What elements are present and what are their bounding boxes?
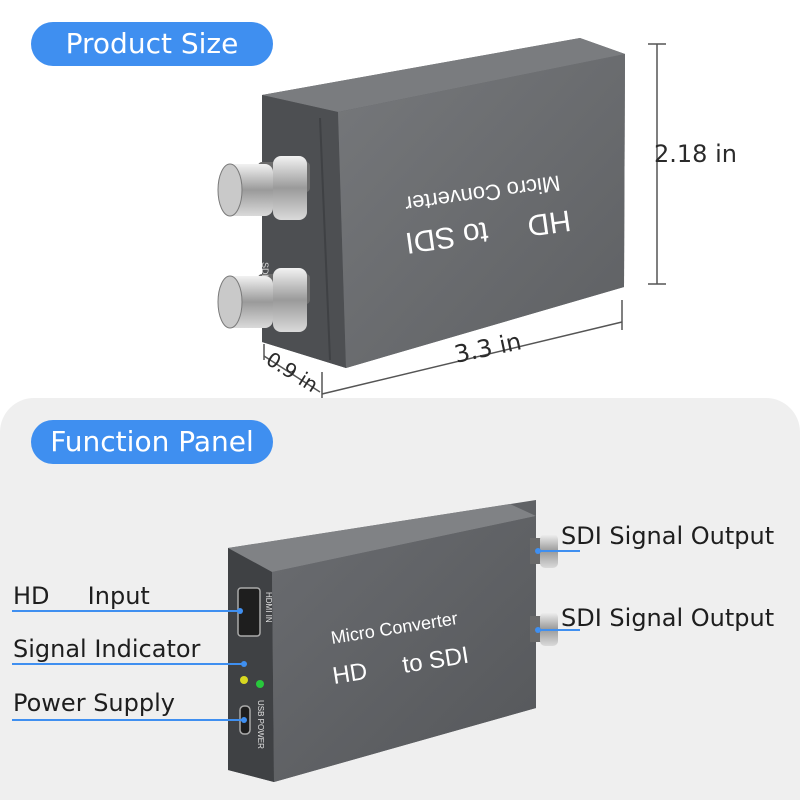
height-dimension: 2.18 in bbox=[654, 140, 737, 168]
callout-lines bbox=[12, 550, 580, 721]
function-panel-heading: Function Panel bbox=[31, 420, 273, 464]
top-label-line2: HDto SDI bbox=[403, 203, 573, 259]
sdi-output-label-2: SDI Signal Output bbox=[561, 604, 775, 632]
top-bnc-connector-1 bbox=[217, 156, 310, 220]
hd-input-label: HD Input bbox=[13, 582, 150, 610]
led-green-indicator bbox=[256, 680, 264, 688]
dimension-lines bbox=[263, 43, 666, 398]
led-yellow-indicator bbox=[240, 676, 248, 684]
usb-port-label: USB POWER bbox=[256, 700, 265, 749]
top-sdi-port-label: SDI bbox=[260, 262, 270, 277]
callout-dots bbox=[237, 548, 541, 723]
sdi-output-label-1: SDI Signal Output bbox=[561, 522, 775, 550]
power-supply-label: Power Supply bbox=[13, 689, 175, 717]
bottom-device-body bbox=[228, 500, 536, 782]
product-size-heading: Product Size bbox=[31, 22, 273, 66]
signal-indicator-label: Signal Indicator bbox=[13, 635, 201, 663]
hdmi-port-label: HDMI IN bbox=[264, 592, 273, 623]
top-bnc-connector-2 bbox=[217, 268, 310, 332]
